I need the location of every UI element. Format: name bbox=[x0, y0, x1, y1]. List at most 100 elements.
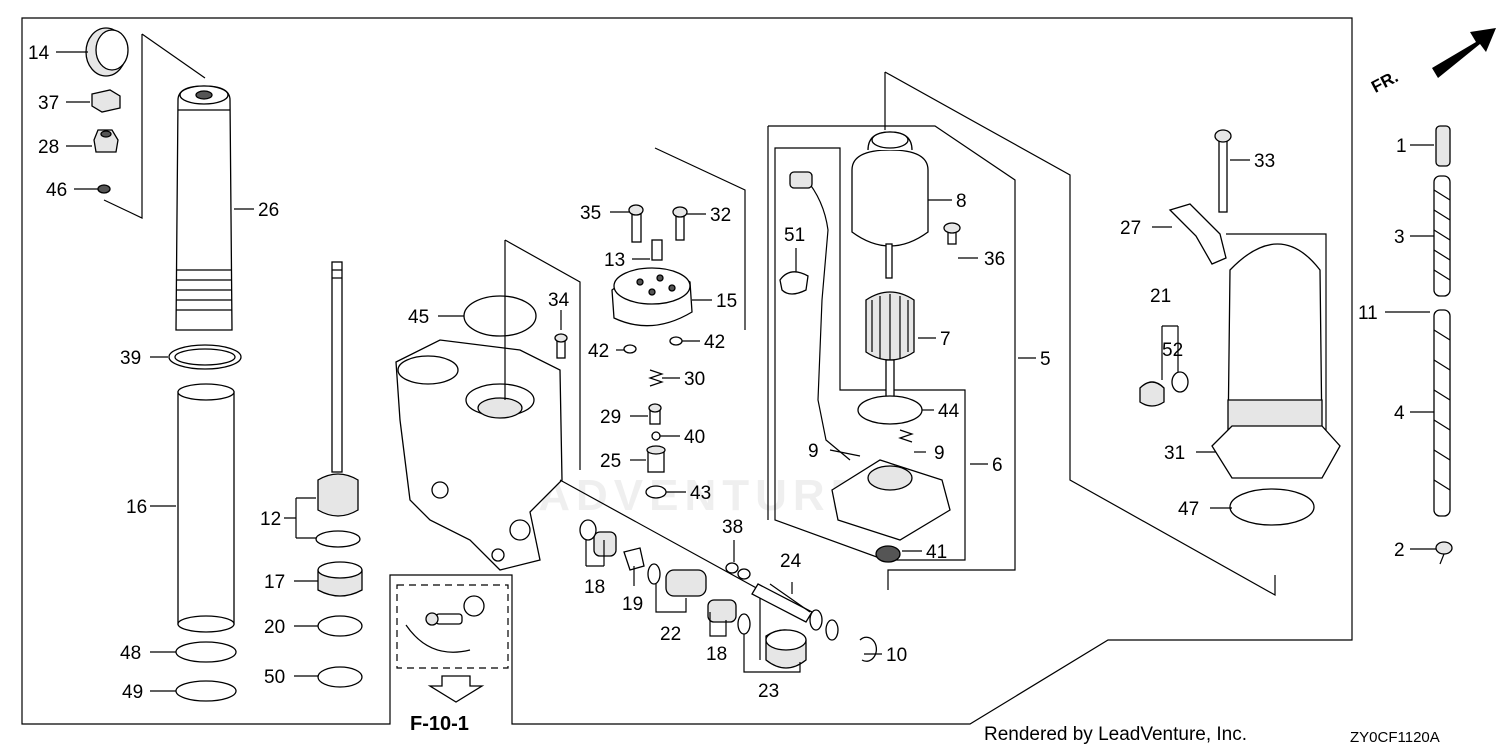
spool-22 bbox=[665, 569, 707, 597]
detail-clamp bbox=[405, 595, 485, 653]
callout-28: 28 bbox=[38, 137, 59, 158]
callout-9-right: 9 bbox=[934, 443, 945, 464]
callout-42-right: 42 bbox=[704, 332, 725, 353]
plug-21 bbox=[1139, 381, 1165, 407]
washer-46 bbox=[97, 184, 111, 194]
leader-cap bbox=[141, 33, 206, 79]
callout-29: 29 bbox=[600, 407, 621, 428]
callout-3: 3 bbox=[1394, 227, 1405, 248]
o-ring-39-inner bbox=[174, 348, 236, 366]
callout-47: 47 bbox=[1178, 499, 1199, 520]
callout-44: 44 bbox=[938, 401, 960, 422]
callout-32: 32 bbox=[710, 205, 731, 226]
reference-label: F-10-1 bbox=[410, 713, 469, 735]
valve-19 bbox=[623, 547, 645, 571]
pump-body bbox=[395, 339, 563, 571]
o-ring-43 bbox=[645, 485, 667, 499]
callout-21: 21 bbox=[1150, 286, 1171, 307]
callout-42-left: 42 bbox=[588, 341, 609, 362]
callout-11: 11 bbox=[1358, 303, 1378, 324]
diagram-code: ZY0CF1120A bbox=[1350, 729, 1440, 746]
callout-16: 16 bbox=[126, 497, 147, 518]
callout-5: 5 bbox=[1040, 349, 1051, 370]
screw-35 bbox=[628, 204, 644, 243]
leader-motor bbox=[884, 71, 1276, 597]
valve-18-b bbox=[707, 599, 751, 635]
callout-18-left: 18 bbox=[584, 577, 605, 598]
callout-leaders bbox=[56, 51, 1436, 692]
callout-26: 26 bbox=[258, 200, 279, 221]
nut-37 bbox=[91, 89, 121, 113]
callout-36: 36 bbox=[984, 249, 1005, 270]
callout-4: 4 bbox=[1394, 403, 1405, 424]
plug-23 bbox=[765, 629, 807, 669]
piston-17 bbox=[317, 561, 363, 597]
valve-block-15 bbox=[611, 267, 693, 327]
bolt-33 bbox=[1214, 129, 1232, 213]
callout-41: 41 bbox=[926, 542, 947, 563]
callout-45: 45 bbox=[408, 307, 429, 328]
o-ring-42-a bbox=[623, 344, 637, 354]
o-ring-44 bbox=[857, 395, 923, 425]
ring-20 bbox=[317, 615, 363, 637]
valve-18-a bbox=[579, 519, 617, 557]
callout-numbers: 14 37 28 46 26 39 16 48 49 12 17 20 50 4… bbox=[28, 43, 1407, 703]
grommet-41 bbox=[875, 545, 901, 563]
ring-38-a bbox=[725, 562, 739, 574]
callout-14: 14 bbox=[28, 43, 50, 64]
callout-18-right: 18 bbox=[706, 644, 727, 665]
callout-34: 34 bbox=[548, 290, 570, 311]
callout-39: 39 bbox=[120, 348, 141, 369]
callout-17: 17 bbox=[264, 572, 285, 593]
o-ring-47 bbox=[1229, 488, 1315, 526]
callout-48: 48 bbox=[120, 643, 141, 664]
fitting-1 bbox=[1435, 125, 1451, 167]
screw-34 bbox=[554, 333, 568, 359]
front-direction-arrow: FR. bbox=[1368, 28, 1496, 97]
assembly-frame bbox=[21, 17, 1353, 725]
credit-text: Rendered by LeadVenture, Inc. bbox=[984, 724, 1247, 745]
detail-box bbox=[396, 584, 509, 669]
leader-reservoir bbox=[1226, 233, 1327, 460]
cap-14 bbox=[85, 27, 129, 77]
ring-22-a bbox=[647, 563, 661, 585]
leader-group-top bbox=[103, 34, 143, 219]
armature-7 bbox=[865, 243, 915, 401]
callout-8: 8 bbox=[956, 191, 967, 212]
callout-9-left: 9 bbox=[808, 441, 819, 462]
callout-23: 23 bbox=[758, 681, 779, 702]
clamp-2 bbox=[1435, 541, 1453, 565]
spring-9 bbox=[898, 429, 914, 443]
ring-38-b bbox=[737, 568, 751, 580]
leader-frame-6 bbox=[774, 147, 966, 561]
callout-25: 25 bbox=[600, 451, 621, 472]
hose-3 bbox=[1433, 175, 1451, 297]
leader-valve bbox=[654, 147, 746, 330]
valve-29 bbox=[648, 403, 662, 425]
callout-19: 19 bbox=[622, 594, 643, 615]
callout-30: 30 bbox=[684, 369, 705, 390]
pin-13 bbox=[651, 239, 663, 261]
bracket-27 bbox=[1168, 203, 1227, 265]
callout-20: 20 bbox=[264, 617, 285, 638]
reservoir-31 bbox=[1211, 243, 1341, 479]
o-ring-48 bbox=[175, 641, 237, 663]
callout-15: 15 bbox=[716, 291, 737, 312]
callout-50: 50 bbox=[264, 667, 285, 688]
callout-24: 24 bbox=[780, 551, 802, 572]
o-ring-49 bbox=[175, 680, 237, 702]
callout-51: 51 bbox=[784, 225, 805, 246]
callout-49: 49 bbox=[122, 682, 143, 703]
callout-33: 33 bbox=[1254, 151, 1275, 172]
motor-8 bbox=[851, 131, 929, 247]
callout-10: 10 bbox=[886, 645, 907, 666]
leader-body bbox=[504, 239, 581, 470]
o-ring-42-b bbox=[669, 336, 683, 346]
callout-6: 6 bbox=[992, 455, 1003, 476]
ball-40 bbox=[651, 431, 661, 441]
callout-27: 27 bbox=[1120, 218, 1141, 239]
o-ring-52 bbox=[1171, 371, 1189, 393]
direction-label: FR. bbox=[1368, 67, 1401, 97]
o-ring-45 bbox=[463, 295, 537, 337]
brush-holder-6 bbox=[831, 459, 951, 541]
